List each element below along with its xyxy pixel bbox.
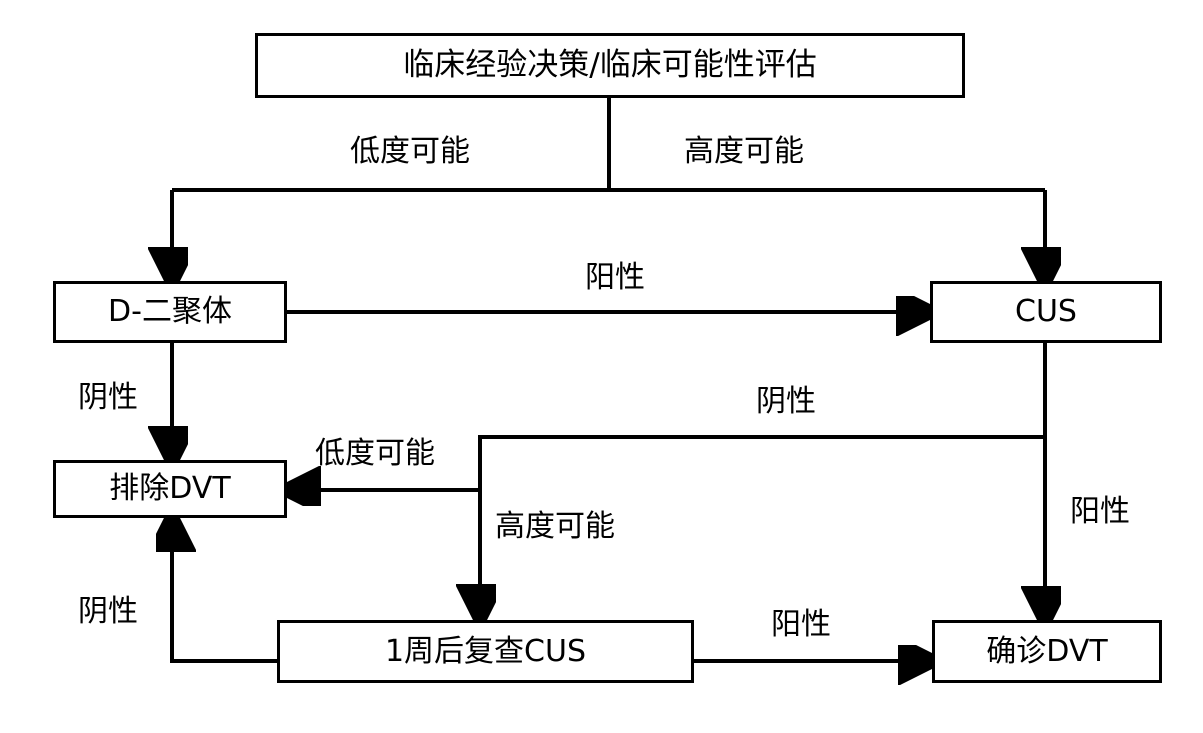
node-confirm-dvt[interactable]: 确诊DVT <box>932 620 1162 683</box>
node-clinical-assessment[interactable]: 临床经验决策/临床可能性评估 <box>255 33 965 98</box>
wire-repeat-to-exclude-elbow <box>172 523 277 663</box>
node-repeat-cus-label: 1周后复查CUS <box>384 633 587 669</box>
edge-label-root-high: 高度可能 <box>684 134 804 169</box>
edge-label-branch-high: 高度可能 <box>495 509 615 544</box>
edge-label-ddimer-positive: 阳性 <box>585 260 645 295</box>
edge-label-repeat-positive: 阳性 <box>771 607 831 642</box>
node-exclude-dvt-label: 排除DVT <box>109 471 231 506</box>
node-repeat-cus[interactable]: 1周后复查CUS <box>277 620 694 683</box>
node-exclude-dvt[interactable]: 排除DVT <box>53 460 287 518</box>
node-cus[interactable]: CUS <box>930 281 1162 343</box>
node-cus-label: CUS <box>1015 294 1077 329</box>
node-d-dimer[interactable]: D-二聚体 <box>53 281 287 343</box>
edge-label-repeat-negative: 阴性 <box>78 594 138 629</box>
node-clinical-assessment-label: 临床经验决策/临床可能性评估 <box>403 47 817 83</box>
edge-label-cus-negative: 阴性 <box>756 384 816 419</box>
edge-label-cus-positive: 阳性 <box>1070 494 1130 529</box>
node-d-dimer-label: D-二聚体 <box>108 294 232 329</box>
edge-label-root-low: 低度可能 <box>350 134 470 169</box>
edge-label-branch-low: 低度可能 <box>315 436 435 471</box>
node-confirm-dvt-label: 确诊DVT <box>986 633 1108 669</box>
edge-label-ddimer-negative: 阴性 <box>78 380 138 415</box>
